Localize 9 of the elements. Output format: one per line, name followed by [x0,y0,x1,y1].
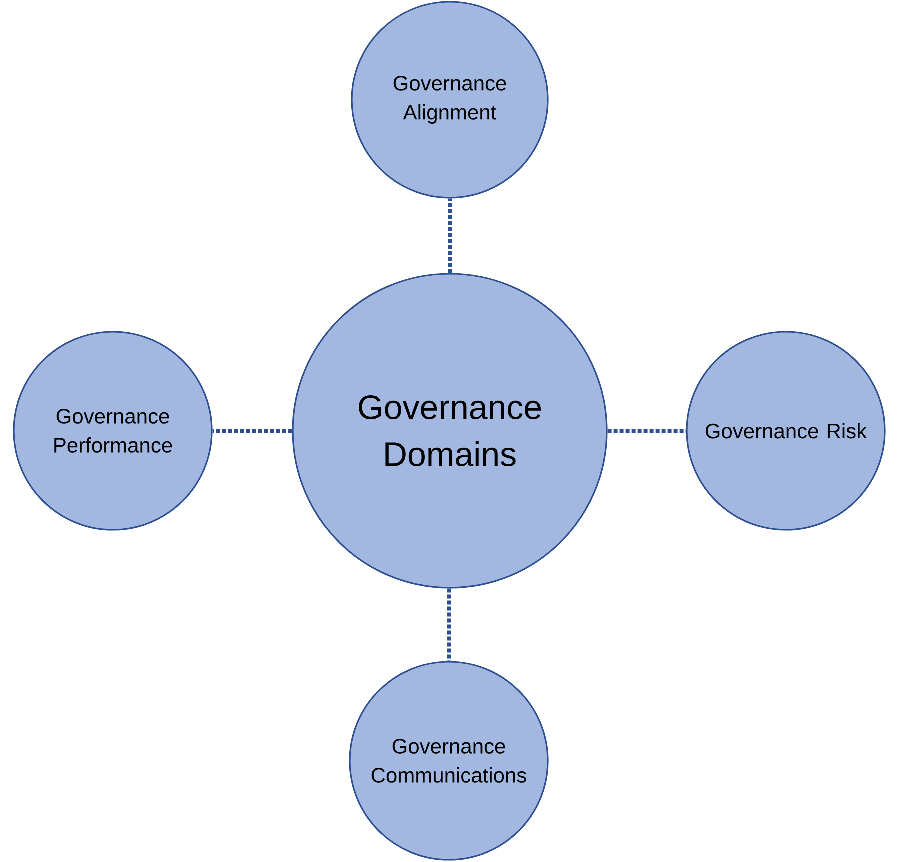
dotted-connector [448,198,452,274]
circle-node: Governance Alignment [351,1,549,199]
circle-node: Governance Risk [686,331,886,531]
circle-node: Governance Communications [349,661,549,861]
circle-node: Governance Performance [13,331,213,531]
dotted-connector [212,429,292,433]
circle-node: Governance Domains [292,273,608,589]
dotted-connector [447,588,452,662]
dotted-connector [608,429,686,433]
